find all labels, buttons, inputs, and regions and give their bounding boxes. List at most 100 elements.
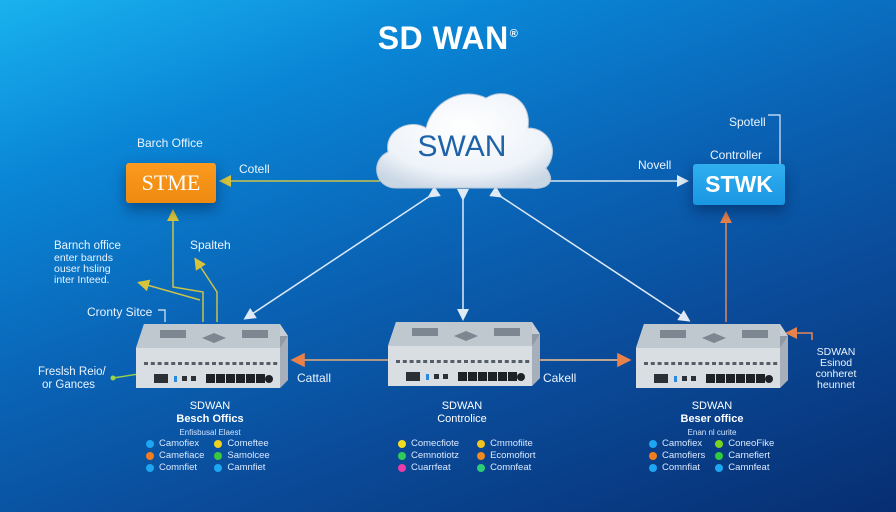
branch-note-line: inter Inteed. — [54, 274, 110, 286]
device-3-title: SDWAN — [691, 400, 733, 412]
legend-dot — [146, 439, 154, 448]
controller-node[interactable]: STWK — [693, 164, 785, 205]
legend-dot — [398, 463, 406, 472]
legend-dot — [214, 439, 223, 448]
branch-office-caption: Barch Office — [137, 136, 203, 150]
legend-label: Samolcee — [227, 450, 270, 461]
device-3-legend: Camofiex ConeoFike Camofiers Carnefiert … — [649, 438, 774, 473]
label-cattall: Cattall — [297, 371, 332, 385]
controller-node-label: STWK — [705, 171, 773, 197]
legend-item: Cmmofiite — [477, 438, 535, 449]
legend-dot — [146, 463, 154, 472]
registered-mark: ® — [509, 28, 519, 41]
legend-label: Comnfiat — [662, 462, 701, 473]
legend-dot — [715, 439, 724, 448]
legend-dot — [398, 451, 406, 460]
legend-item: Carnefiert — [715, 450, 774, 461]
link-right-note — [785, 327, 813, 340]
diagram-title: SD WAN® — [0, 20, 896, 57]
cloud-icon — [376, 93, 553, 189]
device-1-subtitle: Besch Offics — [176, 413, 244, 425]
device-1-title: SDWAN — [189, 400, 231, 412]
label-spaleh: Spalteh — [190, 238, 231, 252]
legend-label: Cmmofiite — [490, 438, 533, 449]
link-cloud-right-device — [489, 186, 691, 322]
label-novell: Novell — [638, 158, 672, 172]
legend-item: Camofiex — [649, 438, 705, 449]
legend-label: Comeftee — [227, 438, 269, 449]
legend-label: Comnfeat — [490, 462, 532, 473]
branch-note-line: Barnch office — [54, 240, 121, 252]
legend-dot — [649, 439, 657, 448]
legend-item: Camofiers — [649, 450, 705, 461]
legend-item: Camnfiet — [214, 462, 269, 473]
legend-label: ConeoFike — [728, 438, 775, 449]
legend-dot — [398, 439, 406, 448]
legend-label: Camofiers — [662, 450, 706, 461]
link-device-spaleh — [194, 257, 218, 322]
right-note-line: SDWAN — [816, 346, 856, 358]
label-cakell: Cakell — [543, 371, 577, 385]
legend-label: Cuarrfeat — [411, 462, 451, 473]
legend-label: Camofiex — [159, 438, 200, 449]
legend-dot — [146, 451, 154, 460]
legend-label: Camofiex — [662, 438, 703, 449]
legend-item: Comnfeat — [477, 462, 535, 473]
link-county-site — [158, 309, 166, 322]
link-device-branch-note — [137, 279, 201, 301]
legend-item: Camefiace — [146, 450, 204, 461]
right-note-line: conheret — [815, 368, 857, 380]
legend-item: Comecfiote — [398, 438, 459, 449]
title-text: SD WAN — [377, 20, 509, 56]
branch-note: Barnch office enter barnds ouser hsling … — [54, 240, 121, 286]
router-device-2[interactable] — [388, 320, 548, 390]
link-spotell — [768, 114, 781, 164]
branch-note-line: ouser hsling — [54, 263, 111, 275]
legend-item: ConeoFike — [715, 438, 774, 449]
device-1-legend: Camofiex Comeftee Camefiace Samolcee Com… — [146, 438, 270, 473]
legend-label: Cemnotiotz — [411, 450, 460, 461]
legend-dot — [477, 451, 486, 460]
branch-node[interactable]: STME — [126, 163, 216, 203]
legend-dot — [715, 451, 724, 460]
controller-caption: Controller — [710, 148, 763, 162]
legend-dot — [715, 463, 724, 472]
fresh-region-note: Freslsh Reio/ or Gances — [38, 366, 106, 392]
legend-label: Comecfiote — [411, 438, 460, 449]
legend-item: Cuarrfeat — [398, 462, 459, 473]
legend-dot — [477, 439, 486, 448]
cloud-label: SWAN — [417, 130, 507, 163]
device-1-tag: Enfisbusal Elaest — [179, 428, 241, 437]
right-note-line: heunnet — [817, 379, 855, 391]
legend-dot — [214, 451, 223, 460]
label-county-site: Cronty Sitce — [87, 305, 153, 319]
branch-note-line: enter barnds — [54, 252, 113, 264]
right-note: SDWAN Esinod conheret heunnet — [806, 347, 866, 391]
fresh-region-line: Freslsh Reio/ — [38, 366, 106, 378]
device-3-tag: Enan nl curite — [687, 428, 737, 437]
link-cloud-left-device — [243, 186, 441, 320]
device-2-title: SDWAN — [441, 400, 483, 412]
legend-item: Comeftee — [214, 438, 269, 449]
device-2-subtitle: Controlice — [437, 413, 487, 425]
legend-item: Ecomofiort — [477, 450, 535, 461]
fresh-region-dot — [110, 375, 116, 381]
legend-label: Camnfeat — [728, 462, 770, 473]
legend-dot — [214, 463, 223, 472]
legend-item: Camofiex — [146, 438, 204, 449]
legend-item: Samolcee — [214, 450, 270, 461]
device-3-subtitle: Beser office — [680, 413, 744, 425]
legend-label: Comnfiet — [159, 462, 198, 473]
router-device-3[interactable] — [636, 322, 796, 392]
legend-label: Camefiace — [159, 450, 205, 461]
legend-item: Cemnotiotz — [398, 450, 459, 461]
router-device-1[interactable] — [136, 322, 296, 392]
label-cotell: Cotell — [239, 162, 270, 176]
branch-node-label: STME — [141, 170, 201, 195]
device-2-legend: Comecfiote Cmmofiite Cemnotiotz Ecomofio… — [398, 438, 535, 473]
fresh-region-line: or Gances — [42, 379, 96, 391]
link-device-branch — [167, 209, 204, 322]
legend-dot — [477, 463, 486, 472]
